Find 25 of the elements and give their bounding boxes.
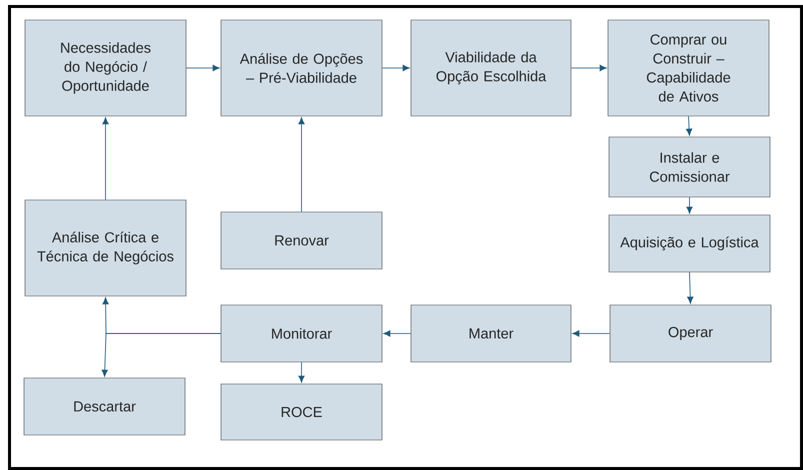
process-box: Operar: [610, 304, 772, 362]
arrow: [298, 362, 305, 383]
arrow: [572, 330, 610, 337]
process-box: Análise de Opções – Pré-Viabilidade: [220, 20, 382, 116]
process-box: ROCE: [220, 384, 382, 440]
process-box: Comprar ou Construir – Capabilidade de Ativos: [608, 20, 770, 116]
process-box: Instalar e Comissionar: [608, 136, 770, 198]
process-box: Análise Crítica e Técnica de Negócios: [24, 200, 186, 296]
arrow: [298, 117, 305, 212]
arrow: [382, 64, 410, 72]
process-box: Viabilidade da Opção Escolhida: [410, 20, 572, 116]
process-box: Renovar: [220, 212, 382, 270]
arrow: [686, 196, 693, 214]
arrow: [687, 272, 694, 304]
process-box: Manter: [410, 304, 572, 362]
arrow: [686, 116, 692, 136]
arrow: [383, 330, 412, 337]
process-box: Descartar: [24, 378, 186, 436]
process-box: Monitorar: [220, 304, 382, 362]
arrow: [570, 64, 607, 72]
process-box: Necessidades do Negócio / Oportunidade: [24, 20, 186, 116]
arrow: [186, 64, 220, 72]
arrow: [102, 117, 109, 200]
process-box: Aquisição e Logística: [608, 214, 770, 272]
arrow: [102, 333, 222, 377]
